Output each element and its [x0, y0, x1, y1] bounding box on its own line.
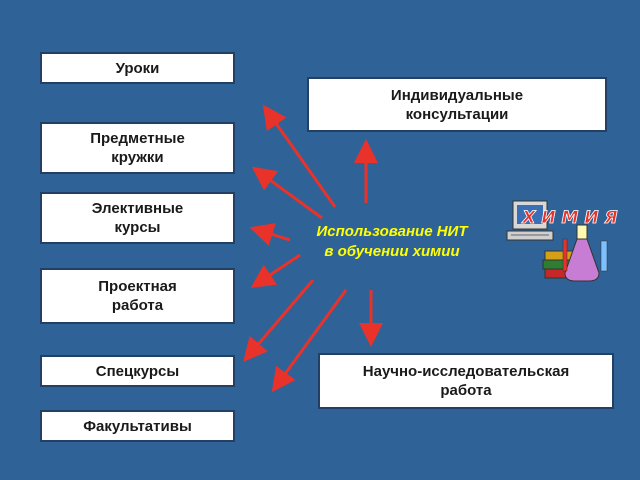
chemistry-clipart: Х И М И Я [506, 200, 618, 282]
box-optional-courses: Факультативы [40, 410, 235, 442]
box-elective-courses: Элективные курсы [40, 192, 235, 244]
clipart-title: Х И М И Я [521, 208, 617, 228]
arrow-to-lessons [262, 104, 337, 208]
box-subject-clubs: Предметные кружки [40, 122, 235, 174]
flask-icon [562, 224, 608, 282]
box-project-work: Проектная работа [40, 268, 235, 324]
arrow-to-subject-clubs [251, 166, 323, 220]
arrow-to-project-work [250, 253, 301, 288]
box-individual-consultations: Индивидуальные консультации [307, 77, 607, 132]
center-label: Использование НИТ в обучении химии [316, 223, 468, 260]
box-research-work: Научно-исследовательская работа [318, 353, 614, 409]
arrow-to-special-courses [243, 279, 315, 362]
box-lessons: Уроки [40, 52, 235, 84]
arrow-to-optional-courses [271, 289, 348, 393]
computer-icon [506, 200, 554, 241]
box-special-courses: Спецкурсы [40, 355, 235, 387]
arrow-to-elective-courses [249, 223, 291, 246]
